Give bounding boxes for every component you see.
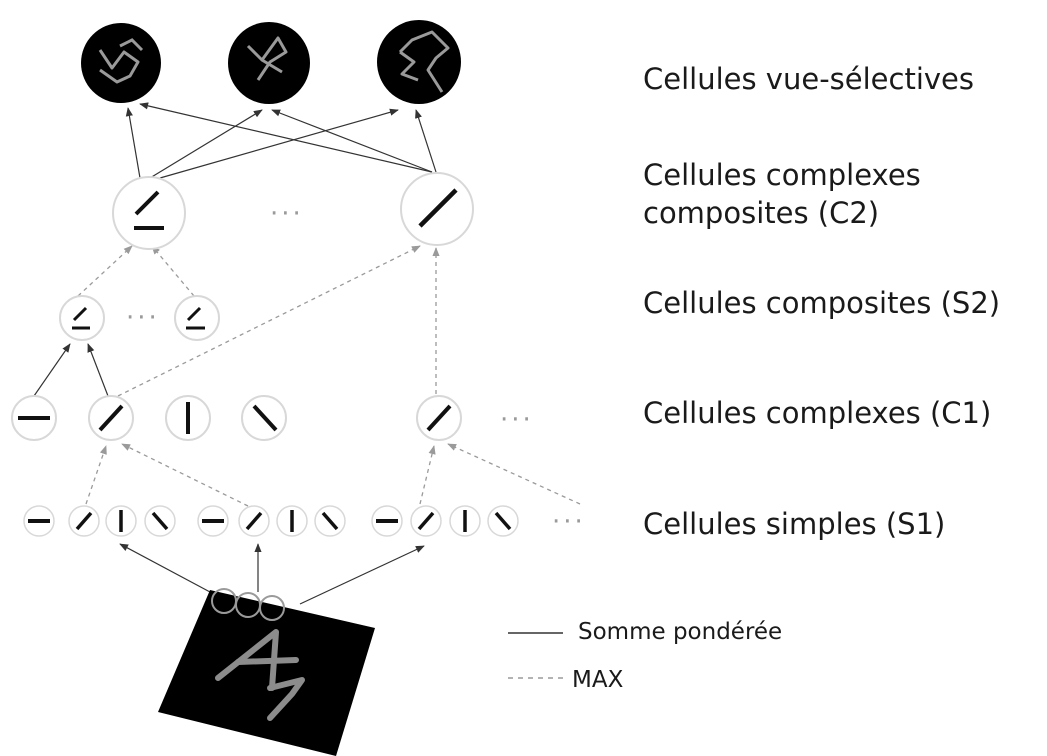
s2-cell-2 <box>174 295 220 341</box>
s1-cells: ··· <box>23 505 586 537</box>
s1-cell <box>487 505 519 537</box>
s1-ellipsis: ··· <box>552 507 586 537</box>
s1-cell <box>276 505 308 537</box>
c1-cell-diagonal-2 <box>416 395 462 441</box>
s2-ellipsis: ··· <box>126 303 160 333</box>
s1-cell <box>197 505 229 537</box>
legend-weighted-sum: Somme pondérée <box>578 619 783 645</box>
max-connections <box>77 245 581 507</box>
label-c2-line1: Cellules complexes <box>643 158 921 192</box>
view-tuned-cells <box>81 20 461 104</box>
s1-cell <box>449 505 481 537</box>
label-c2-line2: composites (C2) <box>643 196 880 230</box>
input-stimulus <box>158 588 375 756</box>
s2-cells: ··· <box>59 295 220 341</box>
receptive-field-circles <box>211 588 285 621</box>
label-s1: Cellules simples (S1) <box>643 507 946 541</box>
s1-cell <box>238 505 270 537</box>
label-view-tuned-cells: Cellules vue-sélectives <box>643 62 974 96</box>
c2-cell-diagonal <box>400 172 474 246</box>
legend-glyphs <box>508 632 563 679</box>
s1-cell <box>68 505 100 537</box>
s1-cell <box>410 505 442 537</box>
legend-max: MAX <box>572 667 624 693</box>
c1-ellipsis: ··· <box>500 405 534 435</box>
view-tuned-cell-1 <box>81 23 161 103</box>
c1-cell-antidiagonal <box>241 395 287 441</box>
c2-cell-composite <box>112 176 186 250</box>
weighted-sum-connections <box>33 102 437 605</box>
c1-cells: ··· <box>11 395 534 441</box>
s1-cell <box>371 505 403 537</box>
label-s2: Cellules composites (S2) <box>643 286 1001 320</box>
s2-cell-1 <box>59 295 105 341</box>
c1-cell-vertical <box>165 395 211 441</box>
view-tuned-cell-3 <box>377 20 461 104</box>
s1-cell <box>105 505 137 537</box>
s1-cell <box>144 505 176 537</box>
c2-cells: ··· <box>112 172 474 250</box>
stimulus-shape <box>215 629 305 721</box>
view-tuned-cell-2 <box>228 22 310 104</box>
c2-ellipsis: ··· <box>270 199 304 229</box>
c1-cell-horizontal <box>11 395 57 441</box>
s1-cell <box>23 505 55 537</box>
label-c1: Cellules complexes (C1) <box>643 396 992 430</box>
s1-cell <box>314 505 346 537</box>
c1-cell-diagonal <box>88 395 134 441</box>
